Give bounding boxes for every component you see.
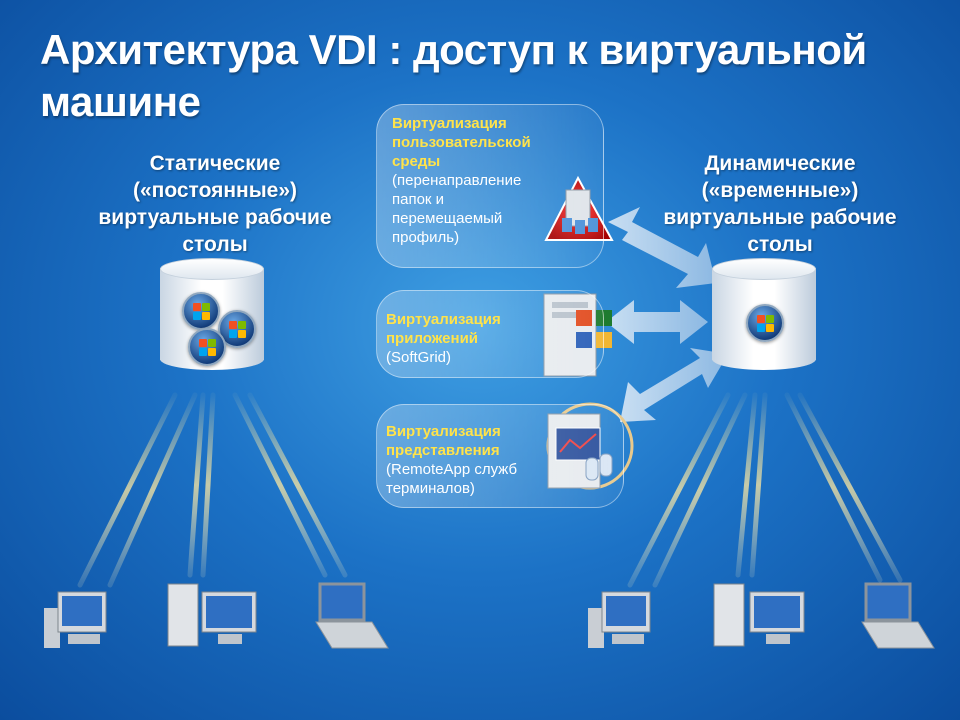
static-desktops-database-icon [160, 258, 264, 370]
static-desktops-label: Статические («постоянные») виртуальные р… [60, 150, 370, 258]
user-virtualization-panel [376, 104, 604, 268]
user-virtualization-text: Виртуализация пользовательской среды (пе… [392, 114, 531, 247]
slide-title-line-1: Архитектура VDI : доступ к виртуальной [40, 26, 867, 73]
app-virtualization-heading: Виртуализация [386, 311, 501, 328]
light-rays-left [77, 392, 348, 588]
presentation-virtualization-heading: представления [386, 442, 500, 459]
user-virtualization-heading: Виртуализация [392, 115, 507, 132]
dynamic-label-line: столы [747, 233, 813, 256]
client-embedded-left [44, 591, 107, 648]
windows-logo-icon [746, 304, 784, 342]
presentation-virtualization-heading: Виртуализация [386, 423, 501, 440]
dynamic-label-line: виртуальные рабочие [663, 206, 897, 229]
app-virtualization-heading: приложений [386, 330, 479, 347]
presentation-virtualization-text: Виртуализация представления (RemoteApp с… [386, 422, 517, 498]
dynamic-desktops-label: Динамические («временные») виртуальные р… [630, 150, 930, 258]
presentation-server-icon [546, 402, 634, 490]
user-virtualization-detail: папок и [392, 191, 445, 208]
light-rays-right [627, 392, 903, 588]
presentation-virtualization-detail: терминалов) [386, 480, 475, 497]
slide-title-line-2: машине [40, 78, 201, 125]
dynamic-desktops-database-icon [712, 258, 816, 370]
dynamic-label-line: («временные») [701, 179, 859, 202]
user-virtualization-heading: пользовательской [392, 134, 531, 151]
app-virtualization-panel [376, 290, 604, 378]
dynamic-label-line: Динамические [704, 152, 856, 175]
presentation-virtualization-panel [376, 404, 624, 508]
user-virtualization-heading: среды [392, 153, 441, 170]
static-label-line: виртуальные рабочие [98, 206, 332, 229]
client-fundamentals-right [713, 583, 805, 647]
client-vista-laptop-right [861, 582, 935, 649]
static-label-line: Статические [149, 152, 281, 175]
app-virtualization-detail: (SoftGrid) [386, 349, 452, 366]
app-virtualization-text: Виртуализация приложений (SoftGrid) [386, 310, 501, 367]
arrow-app-virtualization [606, 300, 708, 344]
presentation-virtualization-detail: (RemoteApp служб [386, 461, 518, 478]
user-virtualization-detail: перемещаемый [392, 210, 503, 227]
server-warning-icon [544, 175, 614, 241]
windows-logo-icon [182, 292, 220, 330]
user-virtualization-detail: профиль) [392, 229, 460, 246]
windows-logo-icon [188, 328, 226, 366]
user-virtualization-detail: (перенаправление [392, 172, 522, 189]
client-vista-laptop-left [315, 582, 389, 649]
static-label-line: («постоянные») [132, 179, 298, 202]
client-embedded-right [588, 591, 651, 648]
static-label-line: столы [182, 233, 248, 256]
arrow-user-virtualization [608, 207, 716, 288]
slide-title: Архитектура VDI : доступ к виртуальной м… [40, 24, 940, 128]
client-fundamentals-left [167, 583, 257, 647]
arrow-presentation-virtualization [620, 348, 728, 422]
